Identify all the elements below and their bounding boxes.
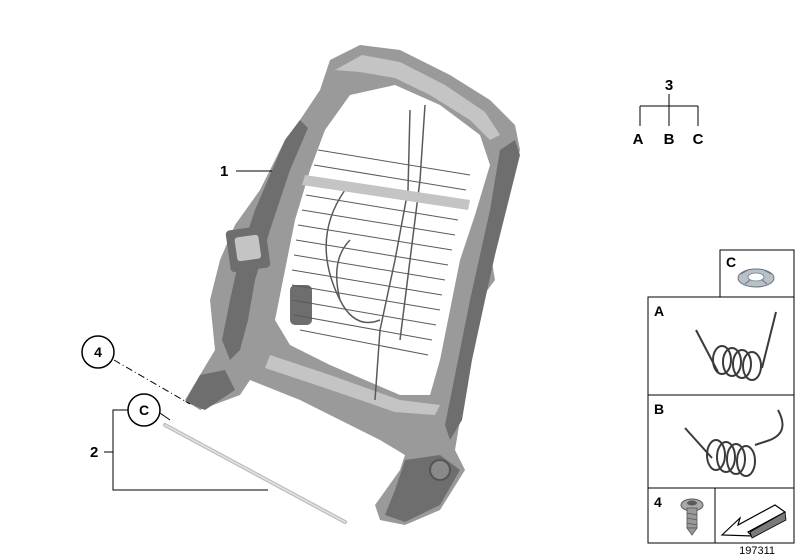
tree-root-label: 3 (665, 77, 673, 94)
callout-circle-c: C (127, 393, 171, 427)
callout-circle-4-label: 4 (94, 344, 102, 360)
legend-panel-b-label: B (654, 401, 664, 417)
arrow-icon (720, 504, 787, 539)
seat-backrest-frame (185, 45, 520, 525)
callout-2-bracket: 2 (90, 409, 268, 491)
screw-icon (680, 498, 704, 536)
rod-part (163, 423, 347, 524)
legend-panel-b: B (647, 394, 795, 489)
tree-child-a: A (633, 131, 644, 148)
tree-child-c: C (693, 131, 704, 148)
callout-circle-c-label: C (139, 402, 149, 418)
legend-panel-4: 4 (647, 487, 795, 544)
legend-panel-4-label: 4 (654, 494, 662, 510)
callout-1: 1 (220, 163, 272, 180)
legend-panel-a-label: A (654, 303, 664, 319)
legend-panel-c-label: C (726, 254, 736, 270)
callout-circle-4: 4 (81, 335, 191, 405)
tree-child-b: B (664, 131, 675, 148)
callout-1-label: 1 (220, 163, 228, 180)
callout-2-label: 2 (90, 444, 98, 461)
assembly-tree: 3 A B C (633, 77, 704, 148)
legend-panel-a: A (647, 296, 795, 396)
clip-c-icon (737, 268, 775, 288)
legend-panel-c: C (719, 249, 795, 298)
spring-b-icon (684, 409, 784, 477)
spring-a-icon (695, 311, 777, 381)
diagram-number: 197311 (739, 545, 775, 557)
